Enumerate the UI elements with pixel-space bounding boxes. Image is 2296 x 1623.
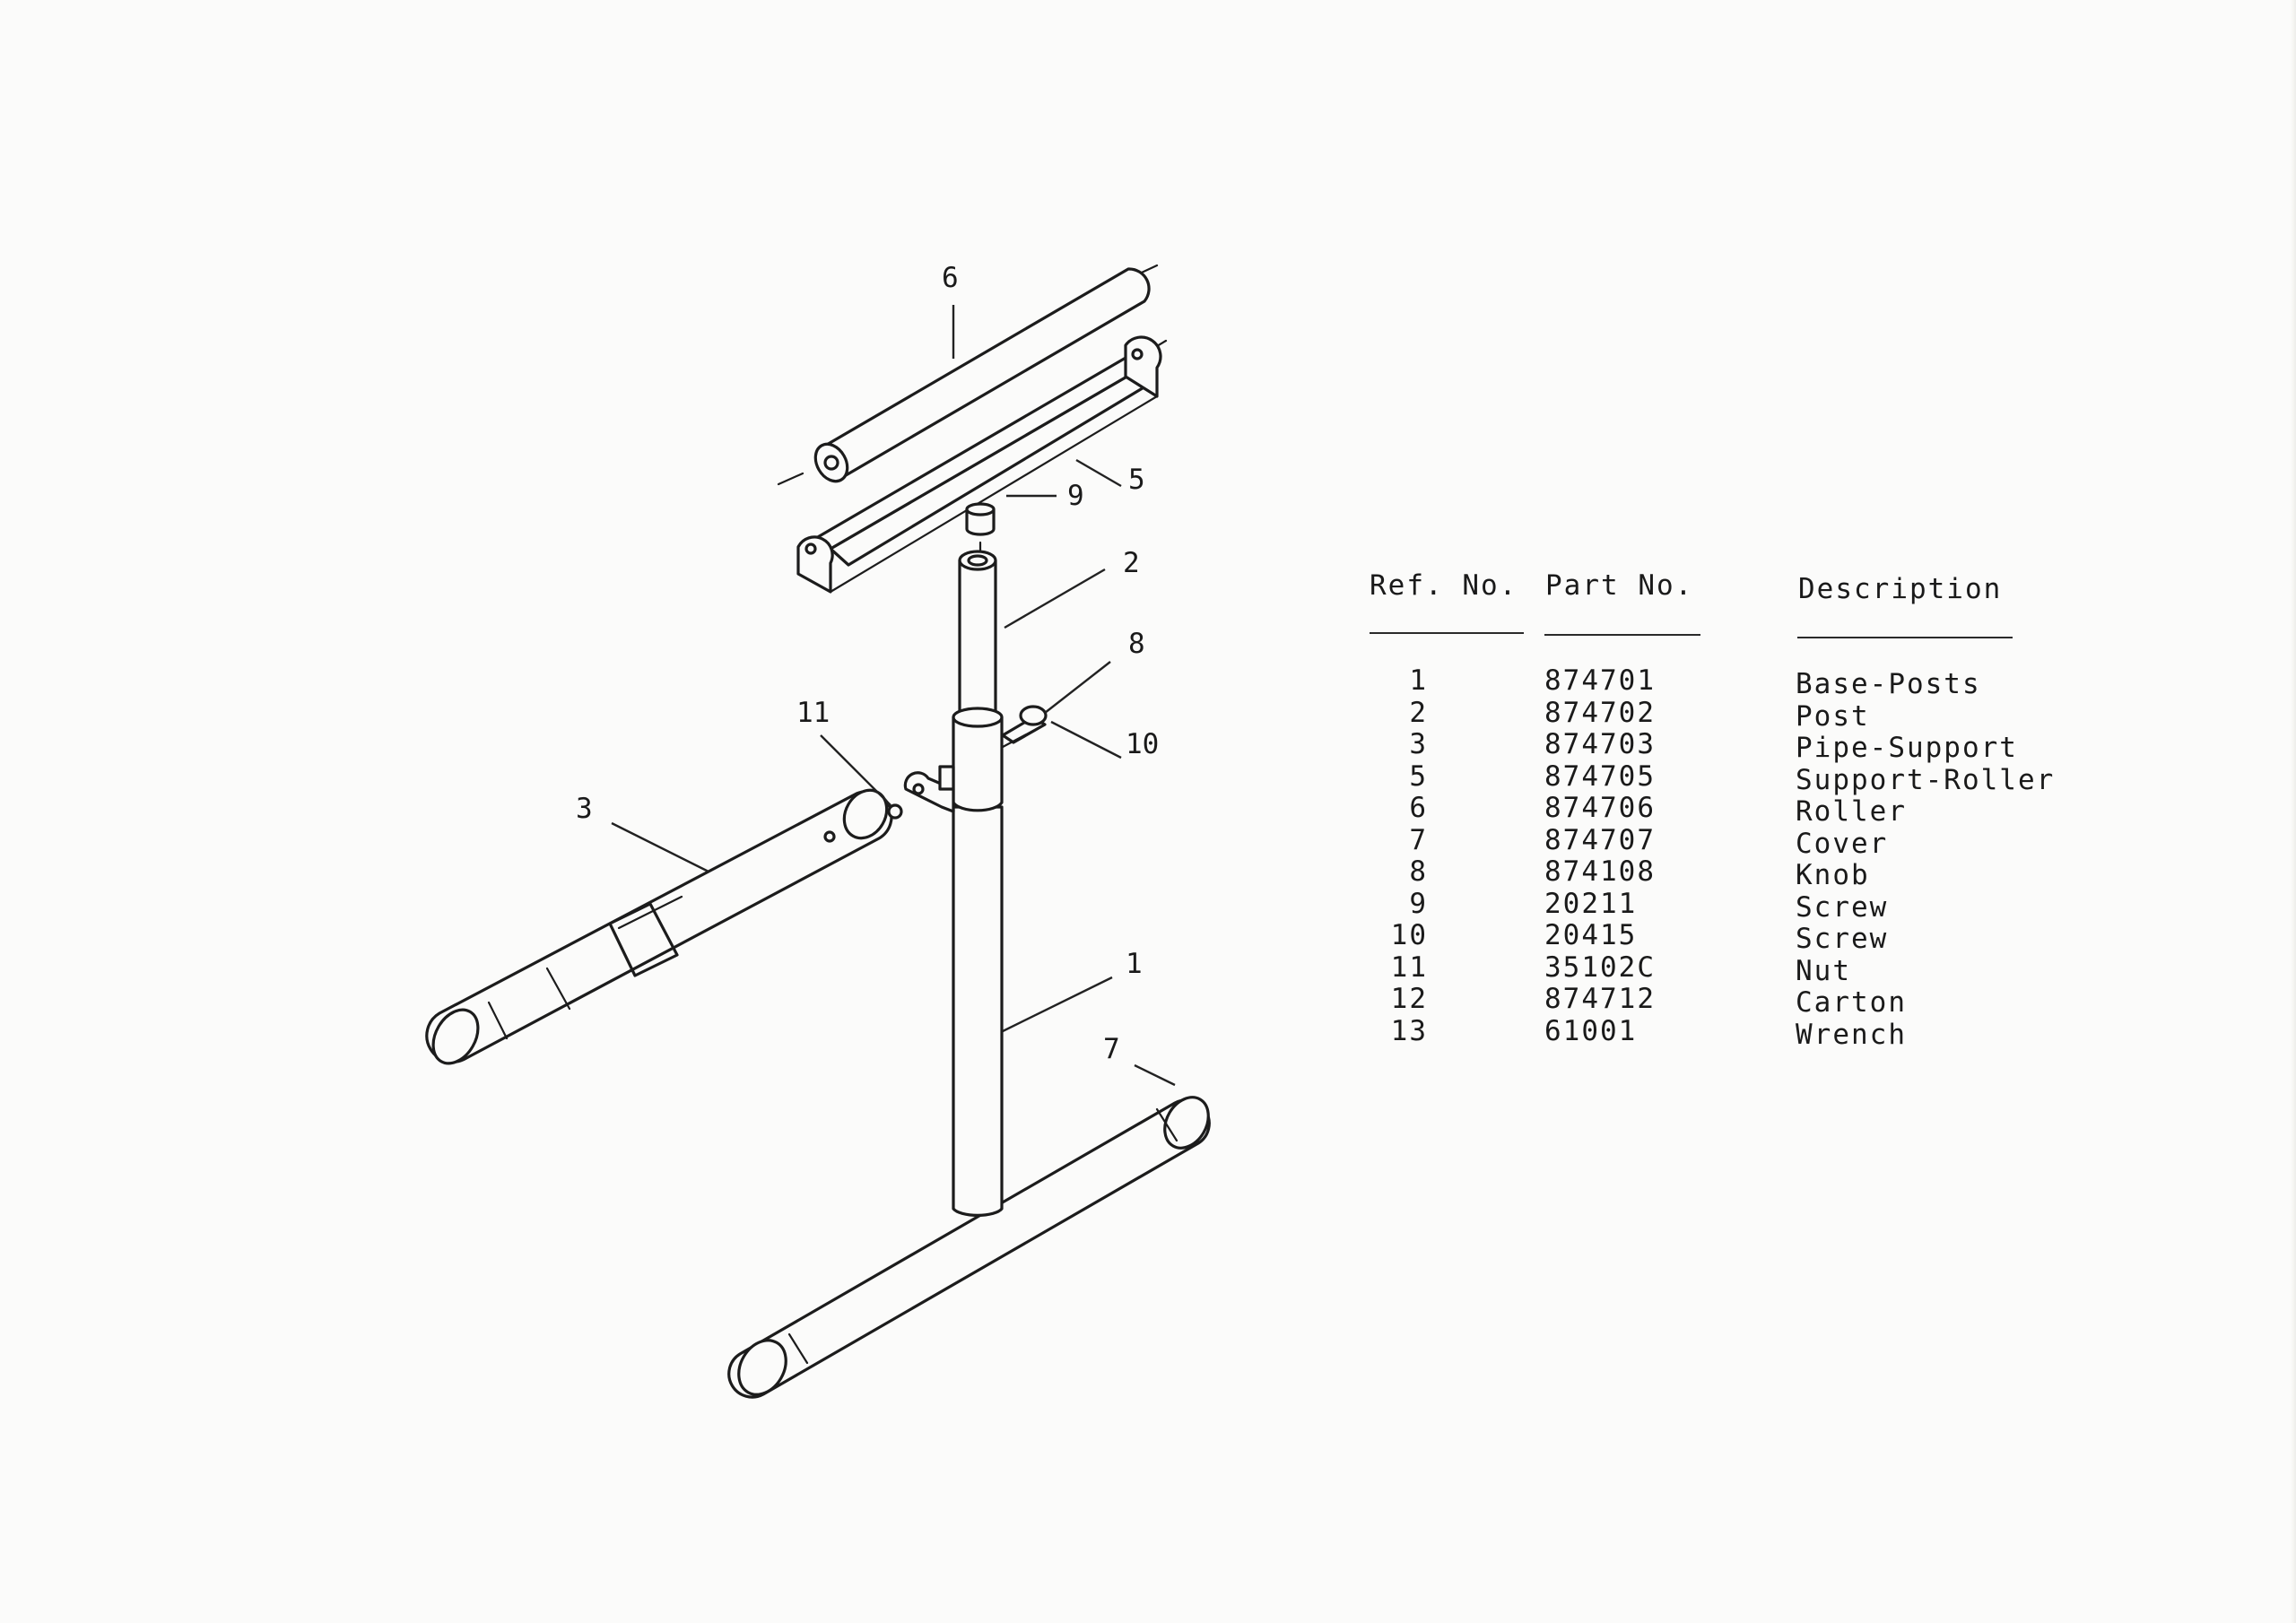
callout-7: 7 xyxy=(1103,1033,1120,1065)
callout-labels: 6 5 9 2 8 10 11 3 1 7 xyxy=(576,262,1159,1065)
callout-10: 10 xyxy=(1126,728,1159,760)
table-cell-part-no: 874702 xyxy=(1544,696,1656,729)
table-cell-description: Nut xyxy=(1796,954,1851,987)
table-cell-part-no: 874706 xyxy=(1544,792,1656,824)
table-cell-part-no: 20211 xyxy=(1544,887,1638,920)
callout-2: 2 xyxy=(1123,547,1140,579)
table-cell-ref-no: 8 xyxy=(1409,855,1428,888)
table-cell-part-no: 874701 xyxy=(1544,664,1656,697)
table-cell-description: Screw xyxy=(1796,890,1889,924)
callout-11: 11 xyxy=(796,697,830,729)
table-cell-part-no: 874705 xyxy=(1544,759,1656,793)
callout-3: 3 xyxy=(576,793,593,825)
callout-9: 9 xyxy=(1067,480,1084,512)
callout-8: 8 xyxy=(1128,628,1145,660)
support-roller-part xyxy=(796,335,1168,594)
header-rule-part xyxy=(1544,634,1700,636)
table-cell-description: Wrench xyxy=(1796,1018,1907,1051)
leader-lines xyxy=(611,305,1176,1087)
table-cell-part-no: 874108 xyxy=(1544,855,1656,888)
table-cell-ref-no: 11 xyxy=(1390,950,1428,984)
table-cell-part-no: 20415 xyxy=(1544,919,1638,951)
callout-1: 1 xyxy=(1126,948,1143,980)
table-cell-description: Screw xyxy=(1796,923,1889,955)
table-cell-ref-no: 2 xyxy=(1409,696,1428,729)
header-rule-ref xyxy=(1370,632,1524,634)
table-cell-part-no: 874703 xyxy=(1544,728,1656,760)
table-cell-ref-no: 1 xyxy=(1409,664,1428,697)
table-cell-ref-no: 6 xyxy=(1409,792,1428,824)
table-cell-description: Knob xyxy=(1796,859,1870,891)
table-cell-ref-no: 9 xyxy=(1409,887,1428,920)
screw-9-part xyxy=(965,502,996,556)
table-cell-ref-no: 12 xyxy=(1390,983,1428,1015)
table-cell-ref-no: 13 xyxy=(1390,1014,1428,1047)
table-cell-description: Cover xyxy=(1796,827,1889,860)
table-cell-part-no: 874707 xyxy=(1544,823,1656,856)
post-part xyxy=(958,550,997,719)
table-cell-description: Base-Posts xyxy=(1796,668,1981,700)
table-cell-ref-no: 3 xyxy=(1409,728,1428,760)
table-cell-description: Carton xyxy=(1796,986,1907,1019)
header-part-no: Part No. xyxy=(1545,569,1694,602)
header-rule-desc xyxy=(1797,637,2013,638)
table-cell-part-no: 35102C xyxy=(1544,950,1656,984)
pipe-support-part xyxy=(425,788,903,1065)
table-cell-part-no: 61001 xyxy=(1544,1014,1638,1047)
table-cell-part-no: 874712 xyxy=(1544,983,1656,1015)
header-ref-no: Ref. No. xyxy=(1370,569,1518,602)
table-cell-description: Post xyxy=(1796,699,1870,733)
table-cell-ref-no: 5 xyxy=(1409,759,1428,793)
base-posts-part xyxy=(727,705,1211,1399)
table-cell-description: Pipe-Support xyxy=(1796,732,2018,764)
table-cell-description: Roller xyxy=(1796,795,1907,828)
callout-6: 6 xyxy=(942,262,959,294)
table-cell-ref-no: 10 xyxy=(1390,919,1428,951)
header-description: Description xyxy=(1798,573,2003,605)
callout-5: 5 xyxy=(1128,464,1145,496)
table-cell-description: Support-Roller xyxy=(1796,763,2056,796)
roller-part xyxy=(777,264,1159,486)
table-cell-ref-no: 7 xyxy=(1409,823,1428,856)
page-edge-shadow xyxy=(2291,0,2296,1623)
